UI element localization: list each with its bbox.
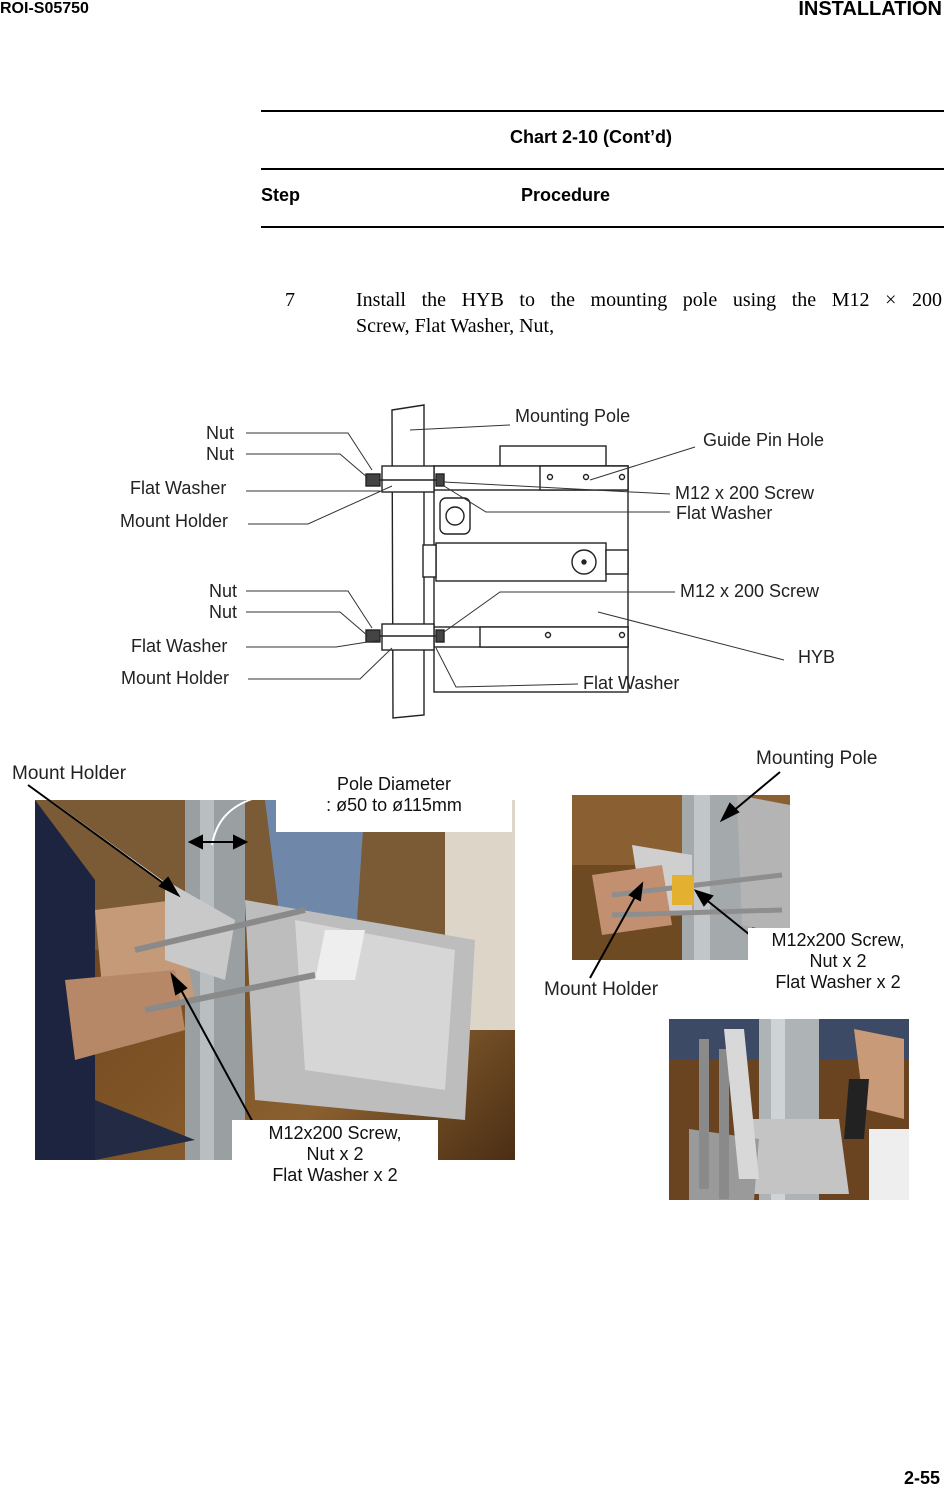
label-flat-washer-left-1: Flat Washer xyxy=(130,478,227,498)
photo-right-mount-holder-label: Mount Holder xyxy=(544,979,659,1000)
photo-left-screw-callout: M12x200 Screw, Nut x 2 Flat Washer x 2 xyxy=(232,1120,438,1187)
photo-right-bottom xyxy=(669,1019,909,1200)
label-nut-3: Nut xyxy=(209,581,238,601)
photo-right-top-drawing xyxy=(572,795,790,960)
label-hyb: HYB xyxy=(798,647,836,667)
guide-pin-hole-shape xyxy=(445,506,465,526)
label-nut-4: Nut xyxy=(209,602,238,622)
label-flat-washer-left-2: Flat Washer xyxy=(131,636,228,656)
photo-right-screw-line1: M12x200 Screw, xyxy=(771,930,905,950)
pole-diameter-line1: Pole Diameter xyxy=(336,774,452,794)
photo-left-screw-line2: Nut x 2 xyxy=(306,1144,364,1164)
photo-left-mount-holder-label: Mount Holder xyxy=(12,763,127,784)
table-bottom-rule xyxy=(261,226,944,228)
label-mount-holder-left-1: Mount Holder xyxy=(120,511,229,531)
label-mounting-pole: Mounting Pole xyxy=(515,406,631,426)
label-screw-right-1: M12 x 200 Screw xyxy=(675,483,815,503)
photo-right-mounting-pole-label: Mounting Pole xyxy=(756,748,878,769)
step-text-line2: Screw, Flat Washer, Nut, xyxy=(356,315,555,337)
label-guide-pin-hole: Guide Pin Hole xyxy=(703,430,825,450)
label-nut-1: Nut xyxy=(206,423,235,443)
photo-right-bottom-drawing xyxy=(669,1019,909,1200)
installation-diagram: Nut Nut Flat Washer Mount Holder Nut Nut… xyxy=(0,0,944,740)
diagram-drawing xyxy=(246,404,785,719)
label-mount-holder-left-2: Mount Holder xyxy=(121,668,230,688)
photo-left-screw-line3: Flat Washer x 2 xyxy=(272,1165,398,1185)
label-flat-washer-right-1: Flat Washer xyxy=(676,503,773,523)
page-number: 2-55 xyxy=(903,1468,940,1488)
pole-diameter-line2: : ø50 to ø115mm xyxy=(326,795,462,815)
pole-diameter-callout: Pole Diameter : ø50 to ø115mm xyxy=(276,772,512,832)
table-header-rule xyxy=(261,168,944,170)
label-flat-washer-bottom: Flat Washer xyxy=(583,673,680,693)
photo-left-drawing xyxy=(35,800,515,1160)
column-procedure: Procedure xyxy=(521,185,611,205)
table-top-rule xyxy=(261,110,944,112)
label-screw-right-2: M12 x 200 Screw xyxy=(680,581,820,601)
chart-title: Chart 2-10 (Cont’d) xyxy=(510,127,672,147)
step-text-line1: Install the HYB to the mounting pole usi… xyxy=(356,289,942,311)
photo-left-screw-line1: M12x200 Screw, xyxy=(268,1123,402,1143)
photo-right-screw-line3: Flat Washer x 2 xyxy=(775,972,901,992)
photo-right-screw-line2: Nut x 2 xyxy=(809,951,867,971)
section-title: INSTALLATION xyxy=(798,0,942,20)
photo-left xyxy=(35,800,515,1160)
document-id: ROI-S05750 xyxy=(0,0,89,17)
column-step: Step xyxy=(261,185,301,205)
photo-right-screw-callout: M12x200 Screw, Nut x 2 Flat Washer x 2 xyxy=(748,928,928,998)
label-nut-2: Nut xyxy=(206,444,235,464)
step-number: 7 xyxy=(285,289,295,311)
